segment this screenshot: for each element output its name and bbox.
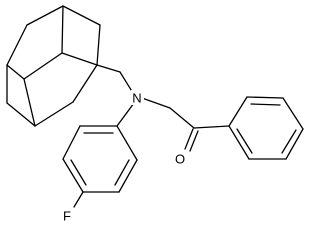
phenyl-inner-bond — [281, 129, 297, 154]
adamantane-bond — [62, 5, 101, 26]
fluorophenyl-bond — [62, 158, 84, 193]
carbonyl-to-phenyl-bond — [193, 125, 230, 129]
adamantane-bond — [72, 64, 98, 103]
adamantane-bond — [61, 52, 98, 66]
phenyl-inner-bond — [250, 103, 281, 106]
nitrogen-atom-label: N — [132, 91, 141, 106]
adamantane-bond — [6, 64, 25, 80]
adamantane-bond — [23, 78, 36, 127]
fluorophenyl-inner-bond — [114, 159, 130, 186]
methylene-to-carbonyl-bond — [169, 107, 195, 129]
nitrogen-to-methylene-bond — [141, 97, 171, 109]
adamantane-bond — [26, 5, 64, 26]
oxygen-atom-label: O — [175, 152, 185, 167]
fluorophenyl-inner-bond — [70, 159, 87, 186]
phenyl-inner-bond — [236, 128, 253, 154]
adamantane-bond — [61, 5, 64, 54]
linker-chain — [96, 64, 230, 152]
nitrogen-to-aryl-bond — [116, 102, 135, 127]
adamantane-bond — [96, 24, 101, 66]
carbonyl-double-bond — [184, 128, 194, 150]
adamantane-bond — [6, 102, 36, 127]
phenyl-bond — [228, 125, 250, 160]
phenyl-bond — [246, 96, 284, 99]
adamantane-bond — [6, 24, 28, 66]
phenyl-bond — [285, 128, 304, 160]
adamantane-bond — [23, 52, 63, 80]
carbon-fluorine-bond — [73, 191, 84, 208]
phenyl-bond — [282, 97, 304, 130]
fluorine-atom-label: F — [63, 209, 71, 224]
methylene-to-nitrogen-bond — [119, 71, 134, 94]
fluorophenyl-bond — [116, 125, 138, 161]
fluorophenyl-ring — [62, 125, 138, 208]
adamantane-cage — [6, 5, 101, 127]
adamantane-bond — [34, 101, 74, 127]
atom-labels: N O F — [61, 90, 187, 224]
phenyl-ring — [228, 96, 304, 160]
carbonyl-double-bond — [189, 130, 199, 152]
methylene-bond — [96, 64, 121, 73]
phenyl-bond — [228, 96, 248, 127]
fluorophenyl-bond — [118, 159, 138, 193]
fluorophenyl-bond — [62, 125, 81, 160]
